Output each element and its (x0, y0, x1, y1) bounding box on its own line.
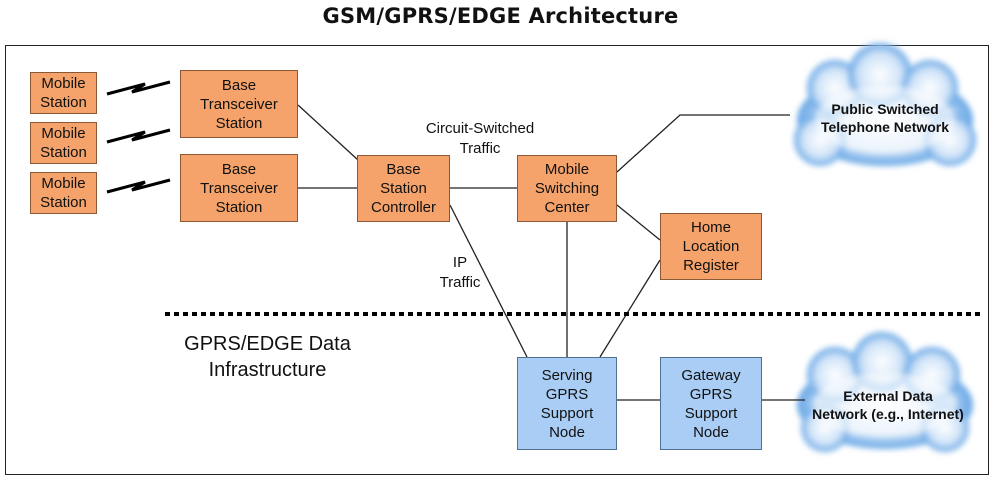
mobile-station-3: Mobile Station (30, 172, 97, 214)
mobile-station-1: Mobile Station (30, 72, 97, 114)
gateway-gprs-support-node: Gateway GPRS Support Node (660, 357, 762, 450)
link-bsc-sgsn (449, 204, 528, 358)
external-network-label: External Data Network (e.g., Internet) (812, 388, 964, 422)
link-hlr-sgsn (599, 259, 661, 358)
base-transceiver-station-2: Base Transceiver Station (180, 154, 298, 222)
data-infrastructure-label: GPRS/EDGE Data Infrastructure (184, 333, 351, 381)
ip-traffic-label: IP Traffic (439, 254, 481, 291)
radio-link-icon (106, 128, 171, 144)
pstn-label: Public Switched Telephone Network (820, 101, 950, 135)
pstn-cloud (794, 43, 976, 166)
radio-link-icon (106, 80, 171, 96)
diagram-title: GSM/GPRS/EDGE Architecture (322, 4, 679, 28)
mobile-station-2: Mobile Station (30, 122, 97, 164)
base-transceiver-station-1: Base Transceiver Station (180, 70, 298, 138)
radio-link-icon (106, 178, 171, 194)
serving-gprs-support-node: Serving GPRS Support Node (517, 357, 617, 450)
link-bts1-bsc (297, 104, 359, 161)
external-network-cloud (797, 332, 973, 452)
base-station-controller: Base Station Controller (357, 155, 450, 222)
diagram-frame (5, 45, 989, 475)
link-msc-hlr (616, 204, 661, 241)
link-msc-pstn (616, 114, 790, 173)
home-location-register: Home Location Register (660, 213, 762, 280)
circuit-switched-traffic-label: Circuit-Switched Traffic (425, 120, 535, 157)
mobile-switching-center: Mobile Switching Center (517, 155, 617, 222)
